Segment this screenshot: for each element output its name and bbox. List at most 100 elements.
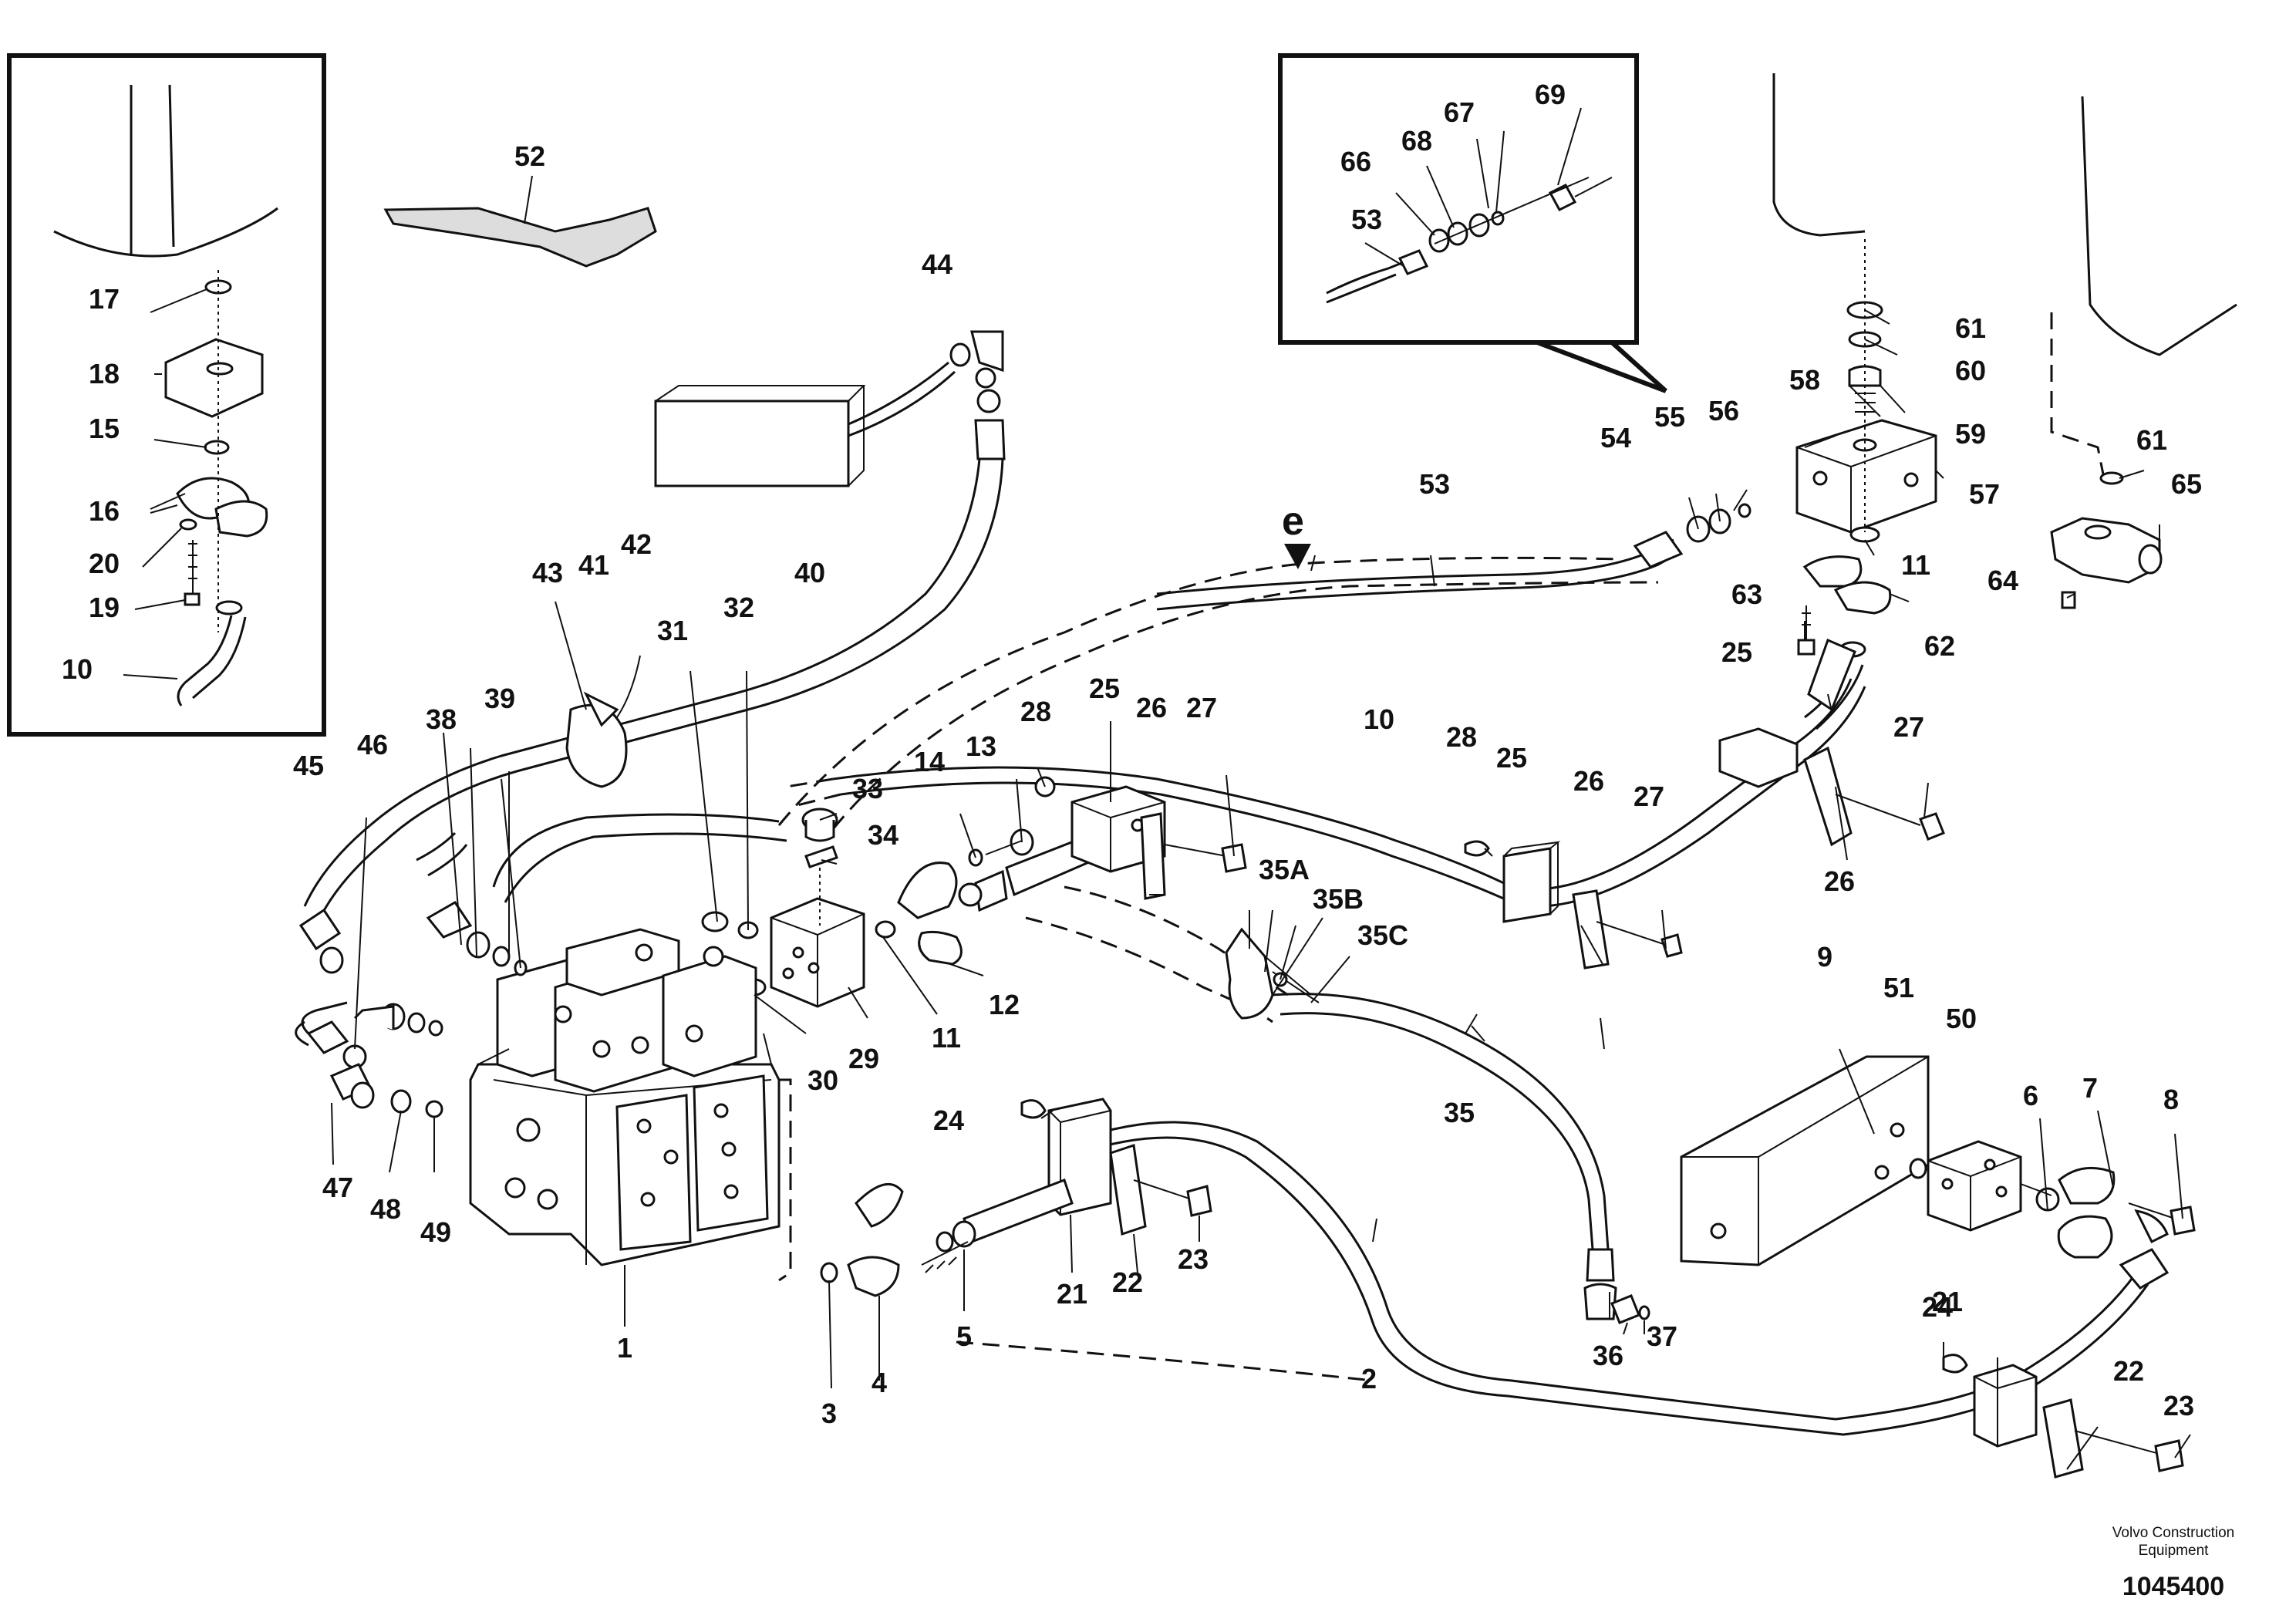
label-31: 31 [657, 615, 688, 646]
label-1: 1 [617, 1332, 632, 1364]
label-17: 17 [89, 283, 120, 315]
label-68: 68 [1401, 125, 1432, 157]
label-39: 39 [484, 683, 515, 714]
label-34: 34 [868, 819, 899, 851]
label-23a: 23 [1178, 1243, 1209, 1275]
label-35b: 35B [1313, 883, 1364, 915]
label-60: 60 [1955, 355, 1986, 386]
label-5: 5 [956, 1320, 972, 1352]
part-labels: 1 2 3 4 5 6 7 8 9 10 10 11 11 12 13 14 1… [62, 79, 2202, 1429]
label-51: 51 [1883, 972, 1914, 1003]
label-45: 45 [293, 750, 324, 781]
label-47: 47 [322, 1172, 353, 1203]
label-33: 33 [852, 773, 883, 804]
label-62: 62 [1924, 630, 1955, 662]
label-32: 32 [723, 592, 754, 623]
label-61a: 61 [1955, 312, 1986, 344]
label-26c: 26 [1824, 865, 1855, 897]
label-26b: 26 [1573, 765, 1604, 797]
label-11b: 11 [1901, 549, 1930, 581]
part-9-housing [1680, 1055, 1930, 1266]
label-4: 4 [872, 1367, 887, 1398]
inset-detail-left [7, 53, 326, 737]
label-65: 65 [2171, 468, 2202, 500]
brand-line-1: Volvo Construction [2112, 1525, 2234, 1541]
label-53a: 53 [1351, 204, 1382, 235]
label-27a: 27 [1186, 692, 1217, 723]
label-61b: 61 [2136, 424, 2167, 456]
label-24a: 24 [933, 1104, 964, 1136]
label-29: 29 [848, 1043, 879, 1074]
label-43: 43 [532, 557, 563, 588]
inset-detail-view-e [1278, 53, 1668, 393]
label-35: 35 [1444, 1097, 1475, 1128]
leader-lines [331, 309, 2191, 1470]
label-20: 20 [89, 548, 120, 579]
part-52-strap [383, 175, 657, 268]
label-16: 16 [89, 495, 120, 527]
label-54: 54 [1600, 422, 1631, 454]
label-69: 69 [1535, 79, 1566, 110]
label-28a: 28 [1020, 696, 1051, 727]
part-1-control-valve [469, 928, 792, 1282]
label-7: 7 [2082, 1072, 2098, 1104]
label-53b: 53 [1419, 468, 1450, 500]
label-23b: 23 [2163, 1390, 2194, 1421]
label-38: 38 [426, 703, 457, 735]
label-50: 50 [1946, 1003, 1977, 1034]
label-25c: 25 [1721, 636, 1752, 668]
label-10a: 10 [62, 653, 93, 685]
label-36: 36 [1593, 1340, 1623, 1371]
label-13: 13 [966, 730, 996, 762]
label-66: 66 [1340, 146, 1371, 177]
label-8: 8 [2163, 1084, 2179, 1115]
label-41: 41 [578, 549, 609, 581]
label-37: 37 [1647, 1320, 1677, 1352]
label-63: 63 [1731, 578, 1762, 610]
label-28b: 28 [1446, 721, 1477, 753]
label-9: 9 [1817, 941, 1832, 973]
label-15: 15 [89, 413, 120, 444]
label-27c: 27 [1893, 711, 1924, 743]
label-25a: 25 [1089, 673, 1120, 704]
part-57-block [1795, 239, 1937, 730]
label-18: 18 [89, 358, 120, 389]
label-30: 30 [807, 1064, 838, 1096]
label-59: 59 [1955, 418, 1986, 450]
label-10b: 10 [1364, 703, 1394, 735]
label-35c: 35C [1357, 919, 1408, 951]
label-26a: 26 [1136, 692, 1167, 723]
label-67: 67 [1444, 96, 1475, 128]
label-2: 2 [1361, 1363, 1377, 1394]
label-57: 57 [1969, 478, 2000, 510]
label-46: 46 [357, 729, 388, 760]
label-49: 49 [420, 1216, 451, 1248]
label-44: 44 [922, 248, 952, 280]
label-24b: 24 [1922, 1291, 1953, 1323]
label-25b: 25 [1496, 742, 1527, 774]
label-56: 56 [1708, 395, 1739, 427]
label-21b: 21 [1932, 1286, 1963, 1317]
label-3: 3 [821, 1398, 837, 1429]
label-35a: 35A [1259, 854, 1310, 885]
label-22a: 22 [1112, 1266, 1143, 1298]
label-view-e: e [1282, 499, 1304, 544]
label-40: 40 [794, 557, 825, 588]
label-42: 42 [621, 528, 652, 560]
brand-line-2: Equipment [2139, 1543, 2210, 1559]
label-52: 52 [514, 140, 545, 172]
label-22b: 22 [2113, 1355, 2144, 1387]
label-11a: 11 [932, 1022, 961, 1054]
label-27b: 27 [1633, 781, 1664, 812]
label-58: 58 [1789, 364, 1820, 396]
label-12: 12 [989, 989, 1020, 1020]
label-55: 55 [1654, 401, 1685, 433]
label-19: 19 [89, 592, 120, 623]
label-48: 48 [370, 1193, 401, 1225]
label-14: 14 [914, 746, 945, 777]
label-6: 6 [2023, 1080, 2038, 1111]
label-64: 64 [1988, 565, 2018, 596]
label-21a: 21 [1057, 1278, 1087, 1310]
view-e-arrow [1284, 544, 1311, 569]
